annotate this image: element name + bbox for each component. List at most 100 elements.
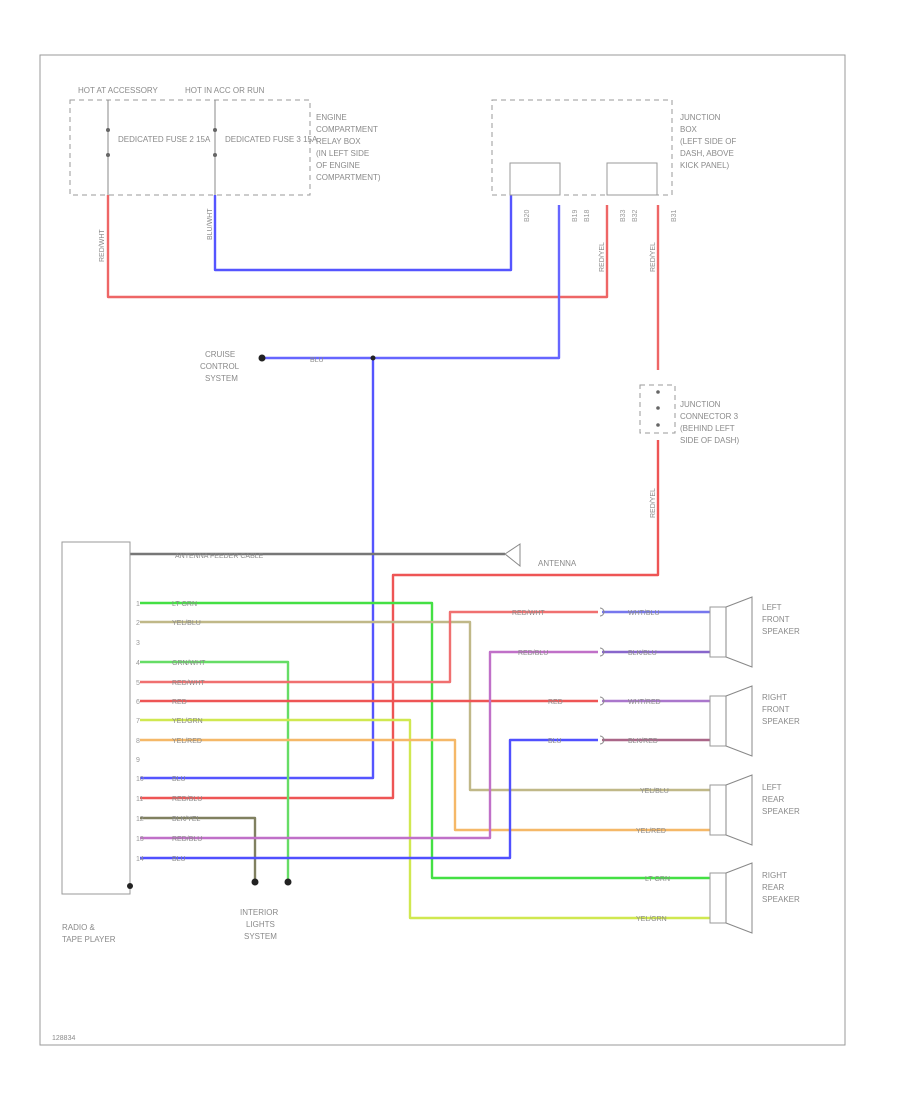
svg-text:13: 13 [136, 836, 144, 843]
wire-blu-radio [140, 358, 375, 780]
svg-text:RED/YEL: RED/YEL [599, 242, 606, 272]
speaker-connectors [599, 607, 605, 745]
svg-text:YEL/BLU: YEL/BLU [640, 788, 669, 795]
svg-text:9: 9 [136, 757, 140, 764]
svg-text:(LEFT SIDE OF: (LEFT SIDE OF [680, 137, 736, 146]
cruise-label: CRUISE CONTROL SYSTEM [200, 350, 240, 383]
junction-connector-3-pins [656, 390, 660, 427]
svg-text:BLU: BLU [548, 738, 562, 745]
svg-text:BLK/RED: BLK/RED [628, 738, 658, 745]
antenna-cable-label: ANTENNA FEEDER CABLE [175, 553, 264, 560]
svg-text:LT GRN: LT GRN [172, 601, 197, 608]
interior-lights-label: INTERIOR LIGHTS SYSTEM [240, 908, 278, 941]
speaker-right-rear-label: RIGHT REAR SPEAKER [762, 871, 800, 904]
svg-text:WHT/BLU: WHT/BLU [628, 610, 660, 617]
svg-text:BLU/WHT: BLU/WHT [207, 208, 214, 240]
speaker-left-rear-label: LEFT REAR SPEAKER [762, 783, 800, 816]
svg-text:WHT/RED: WHT/RED [628, 699, 661, 706]
speaker-left-front-icon [709, 596, 753, 668]
svg-text:SPEAKER: SPEAKER [762, 895, 800, 904]
svg-text:RED: RED [548, 699, 563, 706]
svg-text:8: 8 [136, 738, 140, 745]
svg-text:BLU: BLU [172, 776, 186, 783]
wire-yel-red [140, 738, 710, 832]
svg-text:CRUISE: CRUISE [205, 350, 235, 359]
junction-box-label: JUNCTION BOX (LEFT SIDE OF DASH, ABOVE K… [680, 113, 736, 170]
svg-text:RIGHT: RIGHT [762, 871, 787, 880]
svg-text:3: 3 [136, 640, 140, 647]
svg-text:REAR: REAR [762, 795, 784, 804]
wire-blu-spk [140, 738, 598, 860]
speaker-left-rear-icon [709, 774, 753, 846]
hot-run-label: HOT IN ACC OR RUN [185, 86, 265, 95]
radio-wire-labels: LT GRN YEL/BLU GRN/WHT RED/WHT RED YEL/G… [172, 601, 206, 863]
interior-terminal-2 [284, 878, 292, 886]
svg-text:COMPARTMENT): COMPARTMENT) [316, 173, 381, 182]
blu-splice [370, 355, 376, 361]
wire-yel-grn [140, 718, 710, 920]
svg-text:2: 2 [136, 620, 140, 627]
svg-text:KICK PANEL): KICK PANEL) [680, 161, 730, 170]
wire-red-blu [140, 650, 598, 840]
svg-text:CONNECTOR 3: CONNECTOR 3 [680, 412, 739, 421]
svg-text:BLK/YEL: BLK/YEL [172, 816, 201, 823]
svg-text:JUNCTION: JUNCTION [680, 400, 721, 409]
svg-text:INTERIOR: INTERIOR [240, 908, 278, 917]
svg-text:REAR: REAR [762, 883, 784, 892]
svg-text:RED/BLU: RED/BLU [518, 650, 548, 657]
wire-grn-wht [140, 660, 290, 880]
svg-text:BLU: BLU [172, 856, 186, 863]
svg-text:FRONT: FRONT [762, 705, 790, 714]
cruise-terminal [258, 354, 266, 362]
svg-text:14: 14 [136, 856, 144, 863]
wire-blu-cruise [262, 205, 561, 360]
fuse-2-icon [106, 100, 110, 195]
wire-red-wht-fuse2 [106, 195, 609, 299]
svg-text:LT GRN: LT GRN [645, 876, 670, 883]
svg-text:YEL/RED: YEL/RED [636, 828, 666, 835]
svg-text:RELAY BOX: RELAY BOX [316, 137, 361, 146]
svg-text:B31: B31 [671, 209, 678, 222]
svg-text:6: 6 [136, 699, 140, 706]
speaker-wire-labels: RED/WHT WHT/BLU RED/BLU BLK/BLU RED WHT/… [512, 610, 670, 923]
svg-text:LEFT: LEFT [762, 603, 782, 612]
fuse2-label: DEDICATED FUSE 2 15A [118, 135, 211, 144]
svg-text:SIDE OF DASH): SIDE OF DASH) [680, 436, 739, 445]
svg-text:RED/YEL: RED/YEL [650, 242, 657, 272]
power-wire-labels: RED/WHT BLU/WHT RED/YEL RED/YEL RED/YEL … [99, 208, 657, 518]
svg-text:RED/WHT: RED/WHT [99, 229, 106, 262]
relay-box [69, 99, 311, 196]
speaker-left-front-label: LEFT FRONT SPEAKER [762, 603, 800, 636]
speaker-right-front-icon [709, 685, 753, 757]
svg-text:1: 1 [136, 601, 140, 608]
svg-text:TAPE PLAYER: TAPE PLAYER [62, 935, 116, 944]
svg-text:COMPARTMENT: COMPARTMENT [316, 125, 378, 134]
svg-text:10: 10 [136, 776, 144, 783]
interior-terminal-1 [251, 878, 259, 886]
svg-text:GRN/WHT: GRN/WHT [172, 660, 206, 667]
svg-text:RIGHT: RIGHT [762, 693, 787, 702]
svg-text:SPEAKER: SPEAKER [762, 807, 800, 816]
junction-box [491, 99, 673, 196]
footer-code: 128834 [52, 1035, 75, 1042]
junction-connector-3-label: JUNCTION CONNECTOR 3 (BEHIND LEFT SIDE O… [680, 400, 739, 445]
svg-text:OF ENGINE: OF ENGINE [316, 161, 360, 170]
svg-text:SPEAKER: SPEAKER [762, 627, 800, 636]
junction-pin-labels: B20 B19 B18 B33 B32 B31 [524, 209, 678, 222]
wire-yel-blu [140, 620, 710, 792]
svg-text:B18: B18 [584, 209, 591, 222]
svg-text:YEL/GRN: YEL/GRN [636, 916, 667, 923]
svg-text:DASH, ABOVE: DASH, ABOVE [680, 149, 734, 158]
svg-text:12: 12 [136, 816, 144, 823]
svg-text:RED: RED [172, 699, 187, 706]
svg-text:RED/BLU: RED/BLU [172, 836, 202, 843]
diagram-frame [39, 54, 846, 1046]
radio-pin-labels: 1 2 3 4 5 6 7 8 9 10 11 12 13 14 [136, 601, 144, 863]
fuse-3-icon [213, 100, 217, 195]
svg-text:ENGINE: ENGINE [316, 113, 347, 122]
svg-text:11: 11 [136, 796, 143, 803]
svg-text:4: 4 [136, 660, 140, 667]
svg-text:CONTROL: CONTROL [200, 362, 240, 371]
svg-text:YEL/GRN: YEL/GRN [172, 718, 203, 725]
